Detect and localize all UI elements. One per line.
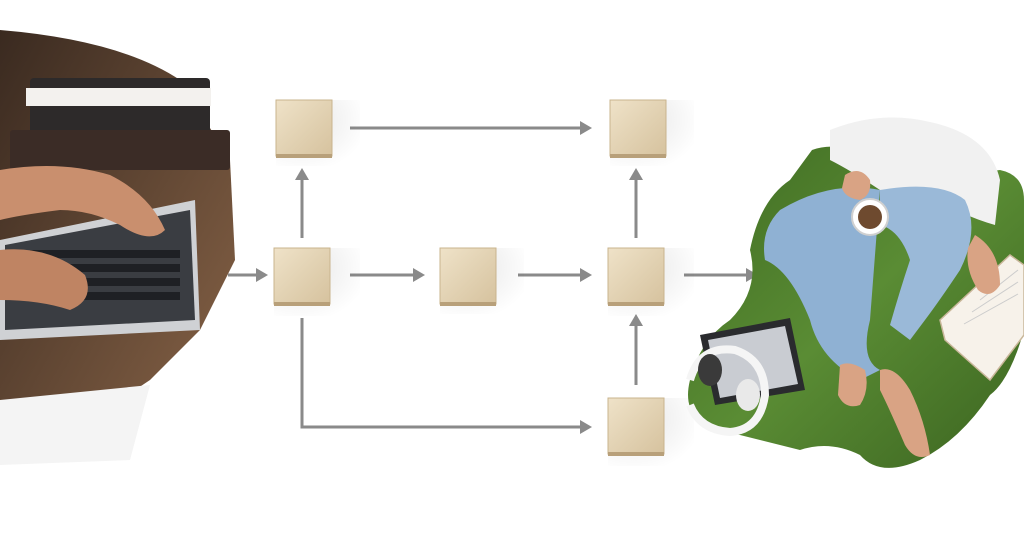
laptop-typing-photo (0, 30, 235, 465)
block-b1 (275, 99, 360, 166)
diagram-arrows (228, 121, 758, 434)
block-b7 (607, 397, 694, 466)
person-relaxing-on-grass-photo (686, 117, 1024, 468)
arrow-b6-to-output (684, 268, 758, 282)
diagram-blocks (273, 99, 694, 466)
arrow-b1-to-b2 (350, 121, 592, 135)
block-b4 (273, 247, 360, 316)
block-b6 (607, 247, 694, 316)
arrow-b4-to-b1 (295, 168, 309, 238)
arrow-b6-to-b3 (629, 168, 643, 238)
arrow-b7-to-b6 (629, 314, 643, 385)
arrow-b4-to-b5 (350, 268, 425, 282)
arrow-input-to-b4 (228, 268, 268, 282)
block-b2 (609, 99, 694, 166)
arrow-b4-to-b7 (300, 318, 592, 434)
arrow-b5-to-b6 (518, 268, 592, 282)
block-b5 (439, 247, 524, 314)
